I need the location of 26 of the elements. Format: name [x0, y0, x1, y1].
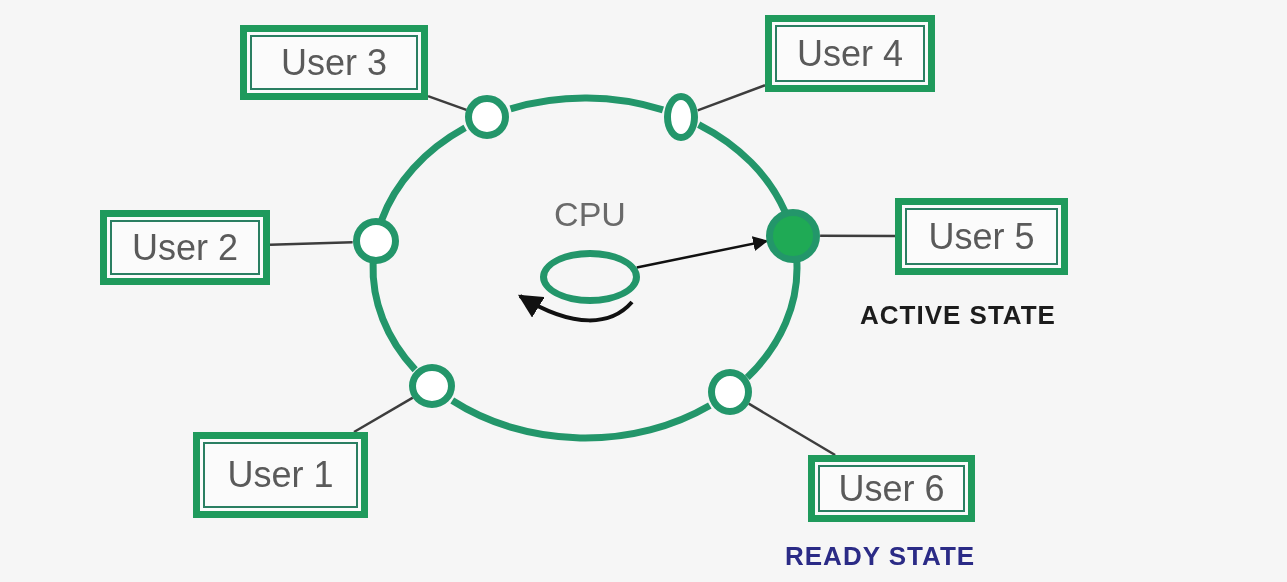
ring-arc [696, 121, 788, 214]
user-box: User 4 [765, 15, 935, 92]
arrow [636, 236, 769, 269]
state-label: ACTIVE STATE [860, 300, 1056, 331]
connector-line [748, 402, 836, 457]
ring-arc [509, 94, 664, 114]
cpu-label: CPU [553, 195, 627, 234]
ring-arc [378, 124, 467, 222]
state-label: READY STATE [785, 541, 976, 572]
user-box: User 6 [808, 455, 975, 522]
ring-arc [450, 397, 712, 442]
connector-line [427, 94, 467, 111]
ring-arc [744, 260, 801, 380]
user-box: User 2 [100, 210, 270, 285]
ring-arc [369, 262, 418, 372]
connector-line [353, 396, 414, 434]
ring-node-circle [465, 95, 510, 140]
ring-node-circle [664, 92, 699, 141]
ring-node-circle [707, 369, 752, 416]
user-box: User 5 [895, 198, 1068, 275]
user-box: User 3 [240, 25, 428, 100]
user-box: User 1 [193, 432, 368, 518]
ring-node-circle [409, 364, 456, 409]
connector-line [269, 240, 353, 247]
connector-line [697, 84, 766, 112]
connector-line [820, 234, 895, 238]
